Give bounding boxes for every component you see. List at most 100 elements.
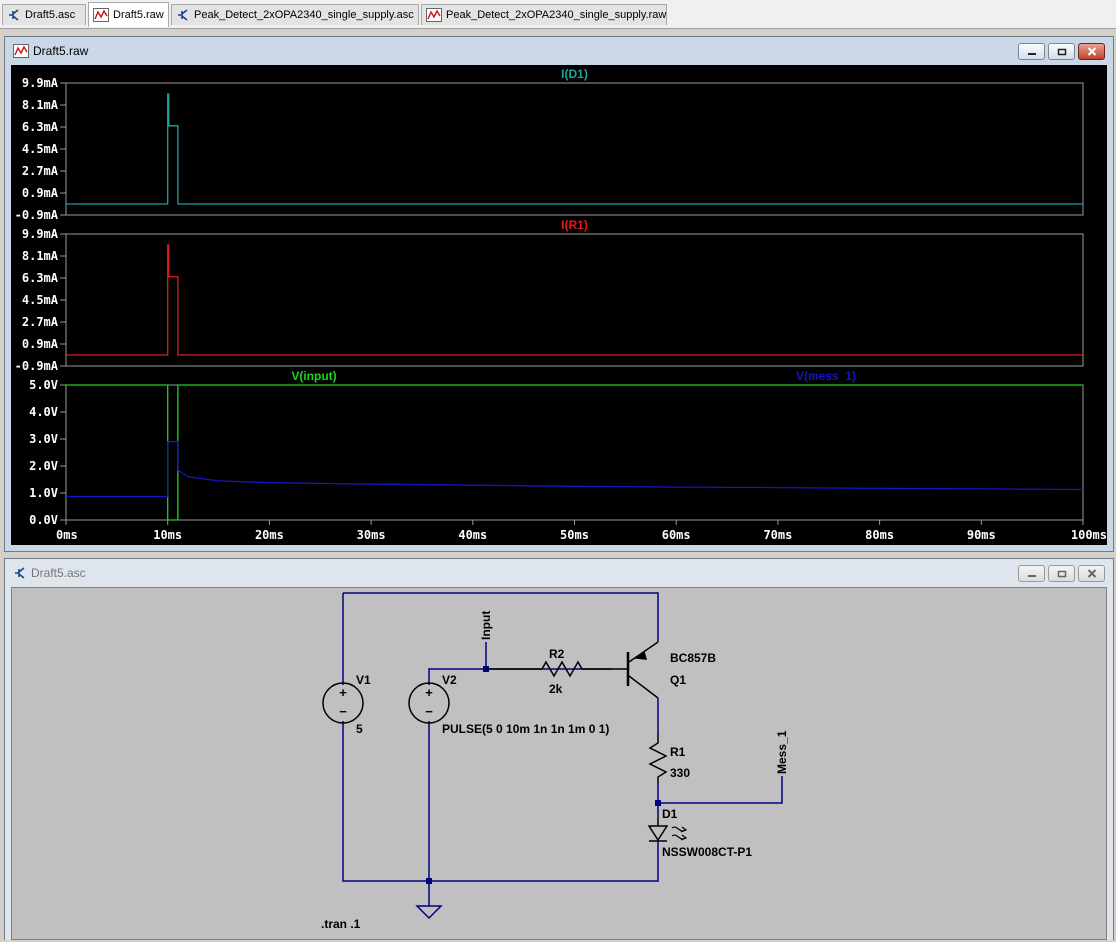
schematic-icon: [15, 567, 25, 579]
y-tick-label: 0.9mA: [22, 337, 59, 351]
v2-value-label: PULSE(5 0 10m 1n 1n 1m 0 1): [442, 722, 609, 736]
wire-v2-top[interactable]: [428, 668, 612, 685]
r2-value-label: 2k: [549, 682, 563, 696]
minimize-button[interactable]: [1018, 565, 1045, 582]
v2-name-label: V2: [442, 673, 457, 687]
x-tick-label: 70ms: [763, 528, 792, 542]
trace-v-input-[interactable]: [66, 384, 1083, 521]
close-icon: [1087, 569, 1096, 578]
plot-pane-frame[interactable]: [65, 233, 1084, 367]
plot-area[interactable]: 9.9mA 8.1mA 6.3mA 4.5mA 2.7mA 0.9mA -0.9mA I(D1…: [11, 65, 1107, 545]
y-tick-label: 6.3mA: [22, 271, 59, 285]
wire-mess[interactable]: [658, 776, 783, 804]
y-tick-label: 2.0V: [29, 459, 58, 473]
restore-button[interactable]: [1048, 565, 1075, 582]
y-tick-label: 8.1mA: [22, 249, 59, 263]
y-tick-label: 9.9mA: [22, 76, 59, 90]
v1-value-label: 5: [356, 722, 363, 736]
resistor-r2[interactable]: [486, 660, 612, 678]
x-tick-label: 50ms: [560, 528, 589, 542]
schematic-window: Draft5.asc: [4, 558, 1114, 940]
trace-title[interactable]: I(R1): [561, 218, 588, 232]
trace-v-mess-1-[interactable]: [66, 441, 1084, 498]
x-tick-label: 80ms: [865, 528, 894, 542]
window-title: Draft5.asc: [31, 566, 86, 580]
y-tick-label: -0.9mA: [15, 359, 59, 373]
wire-bottom[interactable]: [342, 721, 659, 882]
x-tick-label: 20ms: [255, 528, 284, 542]
minimize-button[interactable]: [1018, 43, 1045, 60]
schematic-canvas[interactable]: + − + −: [11, 587, 1107, 940]
tab-peak-detect-asc[interactable]: Peak_Detect_2xOPA2340_single_supply.asc: [171, 4, 419, 25]
plus-sign: +: [339, 685, 347, 700]
r2-name-label: R2: [549, 647, 565, 661]
tab-label: Peak_Detect_2xOPA2340_single_supply.raw: [446, 9, 667, 21]
close-button[interactable]: [1078, 43, 1105, 60]
transistor-q1[interactable]: [612, 641, 659, 699]
plot-pane-frame[interactable]: [65, 384, 1084, 521]
tab-draft5-asc[interactable]: Draft5.asc: [2, 4, 86, 25]
y-tick-label: 6.3mA: [22, 120, 59, 134]
minus-sign: −: [339, 704, 347, 719]
y-tick-label: 2.7mA: [22, 164, 59, 178]
close-button[interactable]: [1078, 565, 1105, 582]
y-tick-label: 5.0V: [29, 378, 58, 392]
ground-icon[interactable]: [415, 905, 443, 920]
d1-model-label: NSSW008CT-P1: [662, 845, 752, 859]
tab-draft5-raw[interactable]: Draft5.raw: [88, 2, 169, 27]
restore-icon: [1057, 570, 1066, 577]
schematic-icon: [178, 9, 188, 21]
minimize-icon: [1027, 574, 1036, 577]
junction-dot: [655, 800, 661, 806]
waveform-window: Draft5.raw 9.9mA 8.1mA 6.3mA 4.5mA 2.7mA 0.9m…: [4, 36, 1114, 552]
trace-legend-label[interactable]: V(input): [291, 369, 336, 383]
x-tick-label: 60ms: [662, 528, 691, 542]
schematic-icon: [9, 9, 19, 21]
q1-model-label: BC857B: [670, 651, 716, 665]
trace-title[interactable]: I(D1): [561, 67, 588, 81]
y-tick-label: 0.0V: [29, 513, 58, 527]
led-d1[interactable]: [647, 818, 688, 842]
y-tick-label: 8.1mA: [22, 98, 59, 112]
plot-pane-frame[interactable]: [65, 82, 1084, 216]
x-tick-label: 30ms: [357, 528, 386, 542]
tran-directive[interactable]: .tran .1: [321, 917, 361, 931]
trace-i-d1-[interactable]: [66, 93, 1083, 205]
input-net-label[interactable]: Input: [479, 611, 493, 640]
restore-button[interactable]: [1048, 43, 1075, 60]
y-tick-label: 2.7mA: [22, 315, 59, 329]
minus-sign: −: [425, 704, 433, 719]
x-tick-label: 10ms: [153, 528, 182, 542]
y-tick-label: 3.0V: [29, 432, 58, 446]
tab-peak-detect-raw[interactable]: Peak_Detect_2xOPA2340_single_supply.raw: [421, 4, 667, 25]
trace-i-r1-[interactable]: [66, 244, 1083, 356]
document-tab-bar: Draft5.asc Draft5.raw Peak_Detect_2xOPA2…: [0, 0, 1116, 29]
resistor-r1[interactable]: [648, 733, 668, 783]
y-tick-label: 4.5mA: [22, 142, 59, 156]
voltage-source-v1[interactable]: + −: [322, 682, 364, 724]
waveform-icon: [426, 8, 442, 22]
voltage-source-v2[interactable]: + −: [408, 682, 450, 724]
trace-legend-label[interactable]: V(mess_1): [796, 369, 856, 383]
schematic-window-titlebar[interactable]: Draft5.asc: [5, 559, 1113, 587]
y-tick-label: 1.0V: [29, 486, 58, 500]
tab-label: Peak_Detect_2xOPA2340_single_supply.asc: [194, 9, 414, 21]
mess-net-label[interactable]: Mess_1: [775, 730, 789, 774]
y-tick-label: 9.9mA: [22, 227, 59, 241]
r1-name-label: R1: [670, 745, 686, 759]
tab-label: Draft5.raw: [113, 9, 164, 21]
r1-value-label: 330: [670, 766, 690, 780]
q1-name-label: Q1: [670, 673, 686, 687]
window-title: Draft5.raw: [33, 44, 89, 58]
d1-name-label: D1: [662, 807, 678, 821]
waveform-window-titlebar[interactable]: Draft5.raw: [5, 37, 1113, 65]
x-tick-label: 40ms: [458, 528, 487, 542]
y-tick-label: 4.0V: [29, 405, 58, 419]
wire-top[interactable]: [343, 592, 659, 642]
waveform-icon: [13, 44, 29, 58]
junction-dot: [426, 878, 432, 884]
waveform-plot[interactable]: 9.9mA 8.1mA 6.3mA 4.5mA 2.7mA 0.9mA -0.9mA I(D1…: [11, 65, 1109, 547]
x-tick-label: 90ms: [967, 528, 996, 542]
y-tick-label: 4.5mA: [22, 293, 59, 307]
schematic-drawing[interactable]: + − + −: [12, 588, 1108, 942]
